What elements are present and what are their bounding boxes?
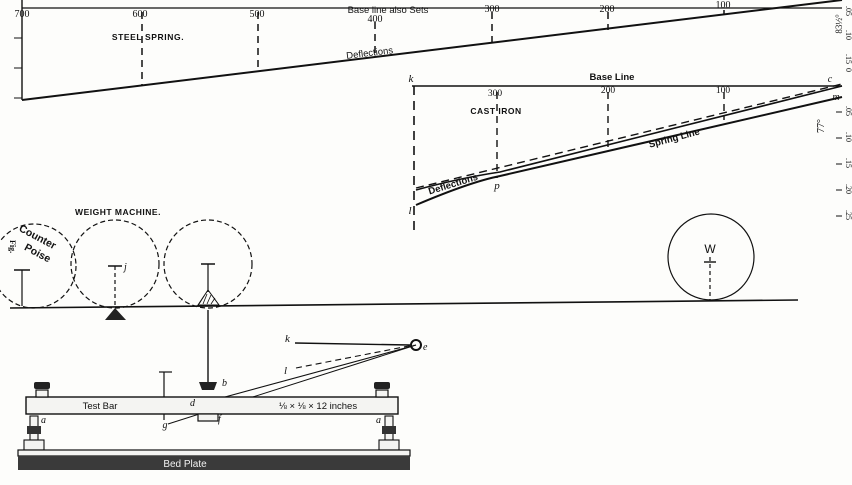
steel-tick-100: 100	[716, 0, 731, 11]
cast-deflection-line	[415, 85, 843, 191]
bed-plate-label: Bed Plate	[163, 459, 207, 470]
test-bar-apparatus: k l e g Test Bar ⅛ × ⅛ × 12 inches d f a…	[17, 333, 428, 470]
steel-left-scale-ticks	[14, 37, 22, 99]
letter-f: f	[218, 414, 222, 425]
cast-tick-200: 200	[601, 86, 616, 96]
letter-d: d	[190, 398, 196, 409]
letter-a-left: a	[41, 415, 46, 426]
letter-j: j	[122, 262, 127, 273]
cast-temperature: 77°	[816, 119, 827, 133]
cast-spring-line-label: Spring Line	[648, 127, 701, 151]
left-clamp-nut	[34, 382, 50, 389]
weight-circle-j	[70, 219, 160, 309]
bar-clip-f	[197, 413, 219, 422]
cast-deflections-label: Deflections	[427, 172, 479, 197]
lever-k-line	[294, 342, 411, 346]
pan-knife	[197, 289, 220, 306]
cast-scale-zero: 0	[844, 68, 852, 72]
right-clamp	[375, 389, 389, 398]
fig-label: Fig.	[8, 240, 17, 253]
ground-line	[9, 299, 799, 309]
fulcrum-triangle	[105, 308, 126, 320]
cast-scale-25: .25	[844, 210, 852, 220]
cast-spring-line	[415, 96, 843, 206]
cast-base-line-label: Base Line	[590, 72, 635, 83]
clip-b	[199, 382, 217, 390]
steel-tick-400: 400	[368, 14, 383, 25]
cast-right-scale-values: 0 .05 .10 .15 .20 .25	[844, 68, 852, 220]
letter-g: g	[163, 420, 168, 431]
weight-circle-pan	[163, 219, 253, 309]
cast-scale-15: .15	[844, 158, 852, 168]
steel-deflection-line	[21, 0, 843, 101]
cast-right-scale-ticks	[836, 111, 842, 217]
steel-right-scale: 83½°	[834, 14, 844, 34]
cast-scale-10: .10	[844, 132, 852, 142]
letter-l: l	[284, 365, 287, 377]
steel-tick-700: 700	[15, 9, 30, 20]
steel-tick-600: 600	[133, 9, 148, 20]
letter-b: b	[222, 378, 227, 389]
cast-letter-k: k	[409, 73, 415, 85]
steel-scale-15: .15	[844, 54, 852, 64]
pan-hatch	[198, 293, 216, 305]
test-bar-label: Test Bar	[83, 401, 118, 412]
right-clamp-nut	[374, 382, 390, 389]
steel-tick-300: 300	[485, 4, 500, 15]
bar-size-label: ⅛ × ⅛ × 12 inches	[279, 401, 357, 412]
left-clamp	[35, 389, 49, 398]
cast-scale-05: .05	[844, 106, 852, 116]
steel-deflections-label: Deflections	[346, 45, 394, 62]
cast-iron-title: CAST IRON	[470, 106, 521, 116]
steel-scale-05: .05	[844, 6, 852, 16]
cast-scale-20: .20	[844, 184, 852, 194]
weight-machine: WEIGHT MACHINE. Fig. Counter Poise j W	[0, 207, 799, 390]
steel-right-scale-values: .05 .10 .15	[844, 6, 852, 64]
letter-k: k	[285, 333, 291, 345]
steel-temperature: 83½°	[834, 14, 844, 34]
lever-to-bar-line	[191, 344, 417, 407]
letter-e: e	[423, 342, 428, 353]
cast-iron-diagram: k l p c m 300 200 100 Base Line CAST IRO…	[408, 68, 852, 232]
cast-letter-l: l	[408, 205, 411, 217]
steel-tick-500: 500	[250, 9, 265, 20]
bed-plate-hatch	[18, 456, 410, 470]
steel-scale-10: .10	[844, 30, 852, 40]
counter-poise-circle	[0, 223, 77, 309]
cast-tick-300: 300	[488, 89, 503, 99]
cast-letter-m: m	[832, 92, 839, 103]
w-weight-circle	[667, 213, 755, 301]
steel-spring-diagram: 700 600 500 400 300 200 100 STEEL SPRING…	[14, 0, 852, 101]
steel-base-line-label: Base line also Sets	[348, 5, 429, 16]
cast-tick-100: 100	[716, 86, 731, 96]
bed-plate-top	[17, 449, 411, 457]
steel-spring-title: STEEL SPRING.	[112, 32, 184, 42]
cast-deflection-dashed	[415, 83, 843, 189]
weight-machine-title: WEIGHT MACHINE.	[75, 207, 161, 217]
lever-l-line	[295, 344, 415, 369]
cast-temperature-group: 77°	[816, 119, 827, 133]
steel-tick-200: 200	[600, 4, 615, 15]
right-support	[378, 415, 400, 451]
cast-letter-c: c	[828, 74, 833, 85]
w-label: W	[704, 242, 716, 256]
letter-a-right: a	[376, 415, 381, 426]
pivot-e	[410, 339, 422, 351]
cast-letter-p: p	[493, 180, 500, 192]
fig-label-group: Fig.	[8, 240, 17, 253]
